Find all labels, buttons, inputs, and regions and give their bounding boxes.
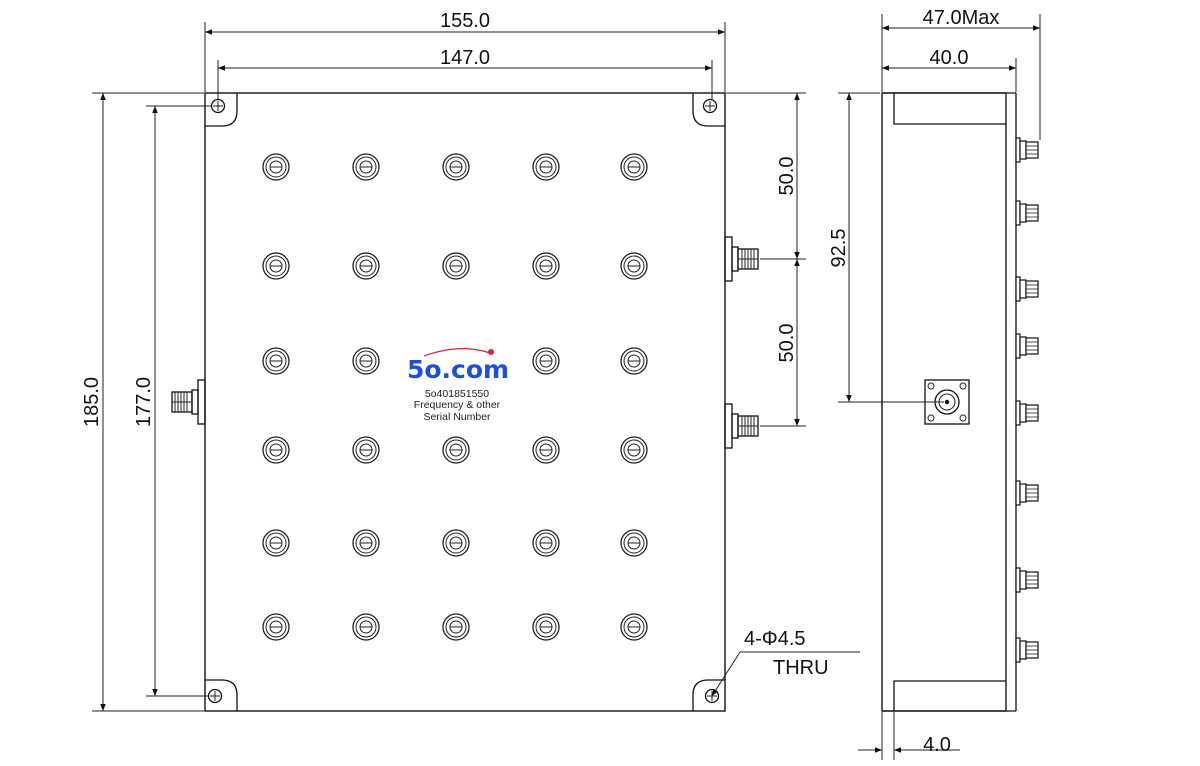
- sma-connector: [352, 347, 380, 375]
- sma-connector: [262, 529, 290, 557]
- svg-text:47.0Max: 47.0Max: [923, 7, 1000, 29]
- dim-hole-callout: 4-Φ4.5 THRU: [711, 628, 860, 697]
- mounting-hole: [692, 93, 725, 127]
- model-number: 5o401851550: [425, 388, 489, 400]
- left-sma-connector: [171, 379, 206, 425]
- svg-text:92.5: 92.5: [828, 229, 850, 268]
- sma-connector: [352, 529, 380, 557]
- sma-connector: [442, 529, 470, 557]
- sma-connector: [532, 347, 560, 375]
- side-sma-connector: [1015, 567, 1039, 593]
- svg-text:50.0: 50.0: [776, 157, 798, 196]
- sma-connector: [262, 252, 290, 280]
- sma-connector: [620, 252, 648, 280]
- side-sma-connector: [1015, 400, 1039, 426]
- nameplate-frequency: Frequency & other: [414, 399, 501, 411]
- mounting-hole: [205, 679, 238, 711]
- svg-text:147.0: 147.0: [440, 47, 490, 69]
- nameplate: 5o.com 5o401851550 Frequency & other Ser…: [407, 348, 509, 423]
- side-flange-top: [893, 93, 1006, 125]
- side-sma-connector: [1015, 480, 1039, 506]
- logo-swoosh: [423, 348, 491, 357]
- sma-connector: [442, 252, 470, 280]
- sma-connector: [532, 252, 560, 280]
- sma-connector: [532, 436, 560, 464]
- side-sma-connector: [1015, 276, 1039, 302]
- sma-connector: [620, 347, 648, 375]
- dim-depth: 40.0: [882, 47, 1017, 92]
- sma-connector: [262, 347, 290, 375]
- dim-port-offsets: 50.0 50.0: [726, 92, 806, 427]
- brand-logo: 5o.com: [407, 355, 509, 384]
- svg-text:4-Φ4.5: 4-Φ4.5: [744, 628, 806, 650]
- enclosure-outline: [204, 92, 726, 712]
- side-flange-bottom: [893, 680, 1006, 711]
- sma-connector: [262, 613, 290, 641]
- logo-red-dot: [488, 349, 494, 355]
- svg-text:4.0: 4.0: [923, 734, 951, 756]
- svg-text:THRU: THRU: [773, 657, 829, 679]
- dim-hole-spacing-height: 177.0: [133, 105, 211, 697]
- dim-flange: 4.0: [858, 712, 960, 760]
- side-sma-connector: [1015, 333, 1039, 359]
- dim-overall-height: 185.0: [81, 92, 204, 712]
- sma-connector: [532, 529, 560, 557]
- sma-connector: [620, 613, 648, 641]
- side-sma-connector: [1015, 637, 1039, 663]
- front-view: 5o.com 5o401851550 Frequency & other Ser…: [171, 92, 759, 712]
- svg-text:185.0: 185.0: [81, 377, 103, 427]
- dim-overall-width: 155.0: [204, 10, 726, 92]
- connector-grid: [262, 153, 648, 641]
- sma-connector: [532, 153, 560, 181]
- dim-side-port-height: 92.5: [828, 92, 944, 403]
- sma-connector: [620, 436, 648, 464]
- side-connector-column: [1015, 137, 1039, 663]
- side-sma-connector: [1015, 137, 1039, 163]
- sma-connector: [442, 613, 470, 641]
- sma-connector: [620, 153, 648, 181]
- dim-depth-max: 47.0Max: [881, 7, 1041, 140]
- sma-connector: [262, 436, 290, 464]
- sma-connector: [620, 529, 648, 557]
- sma-connector: [532, 613, 560, 641]
- side-sma-connector: [1015, 200, 1039, 226]
- sma-connector: [352, 153, 380, 181]
- svg-text:177.0: 177.0: [133, 377, 155, 427]
- right-sma-connector-bottom: [724, 403, 759, 449]
- sma-connector: [442, 436, 470, 464]
- sma-connector: [262, 153, 290, 181]
- dim-hole-spacing-width: 147.0: [217, 47, 713, 99]
- svg-text:40.0: 40.0: [930, 47, 969, 69]
- mounting-hole: [205, 93, 238, 127]
- sma-connector: [352, 436, 380, 464]
- sma-connector: [442, 153, 470, 181]
- sma-connector: [352, 252, 380, 280]
- svg-text:155.0: 155.0: [440, 10, 490, 32]
- nameplate-serial: Serial Number: [423, 411, 491, 423]
- sma-connector: [352, 613, 380, 641]
- svg-text:50.0: 50.0: [776, 324, 798, 363]
- right-sma-connector-top: [724, 236, 759, 282]
